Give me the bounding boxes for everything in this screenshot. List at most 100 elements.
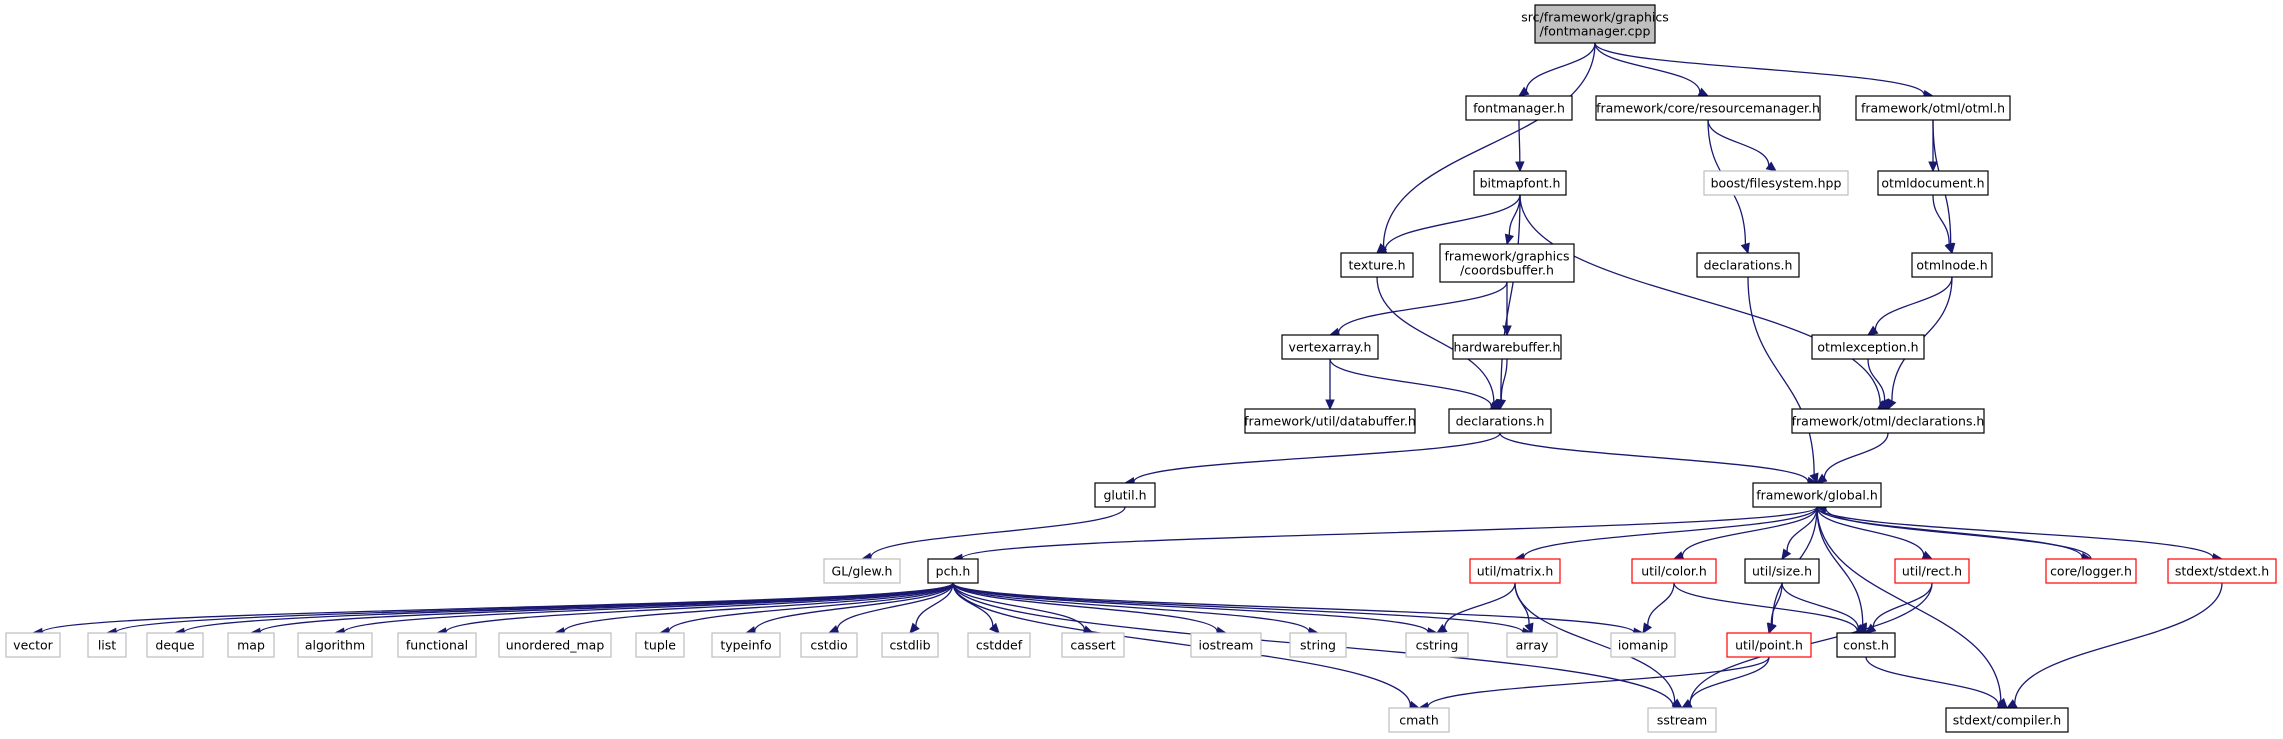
node-box [1534, 4, 1656, 44]
node-box [297, 632, 373, 658]
node-root[interactable]: src/framework/graphics/fontmanager.cpp [1521, 4, 1669, 44]
node-color-h[interactable]: util/color.h [1631, 558, 1717, 584]
node-box [1877, 170, 1989, 196]
node-label: core/logger.h [2050, 564, 2132, 579]
edge-pch_h-to-cstdlib-arrowhead [909, 622, 920, 634]
node-functional[interactable]: functional [397, 632, 477, 658]
node-iomanip[interactable]: iomanip [1610, 632, 1676, 658]
node-deque[interactable]: deque [146, 632, 204, 658]
node-label: stdext/stdext.h [2175, 564, 2269, 579]
node-vertexarray-h[interactable]: vertexarray.h [1281, 334, 1379, 360]
node-cstdio[interactable]: cstdio [800, 632, 858, 658]
node-stdext-h[interactable]: stdext/stdext.h [2167, 558, 2277, 584]
node-resourcemanager-h[interactable]: framework/core/resourcemanager.h [1595, 95, 1821, 121]
node-cassert[interactable]: cassert [1061, 632, 1125, 658]
node-label: framework/util/databuffer.h [1244, 414, 1416, 429]
edge-bitmapfont_h-to-otml_declarations_h [1519, 194, 1881, 405]
edge-root-to-fontmanager_h [1525, 42, 1596, 91]
node-unordered-map[interactable]: unordered_map [498, 632, 612, 658]
edge-otml_h-to-otmldocument_h-arrowhead [1928, 161, 1938, 173]
node-texture-h[interactable]: texture.h [1340, 252, 1414, 278]
node-otmlexception-h[interactable]: otmlexception.h [1811, 334, 1925, 360]
edge-size_h-to-const_h [1781, 582, 1859, 629]
node-box [1289, 632, 1347, 658]
node-cstdlib[interactable]: cstdlib [881, 632, 939, 658]
node-label: framework/core/resourcemanager.h [1596, 101, 1820, 116]
node-hardwarebuffer-h[interactable]: hardwarebuffer.h [1452, 334, 1562, 360]
edge-bitmapfont_h-to-declarations_h [1500, 194, 1521, 401]
node-global-h[interactable]: framework/global.h [1752, 482, 1882, 508]
node-box [1595, 95, 1821, 121]
edge-core_declarations_h-to-global_h-arrowhead [1809, 472, 1819, 485]
node-otml-h[interactable]: framework/otml/otml.h [1855, 95, 2011, 121]
node-box [1855, 95, 2011, 121]
node-matrix-h[interactable]: util/matrix.h [1469, 558, 1561, 584]
node-label: pch.h [936, 564, 971, 579]
edge-pch_h-to-algorithm [343, 582, 954, 633]
node-box [1894, 558, 1970, 584]
node-coordsbuffer-h[interactable]: framework/graphics/coordsbuffer.h [1439, 243, 1575, 283]
node-boost-filesystem[interactable]: boost/filesystem.hpp [1703, 170, 1849, 196]
edge-coordsbuffer_h-to-hardwarebuffer_h-arrowhead [1502, 325, 1512, 337]
node-box [967, 632, 1031, 658]
node-otmldocument-h[interactable]: otmldocument.h [1877, 170, 1989, 196]
node-array[interactable]: array [1506, 632, 1558, 658]
node-box [1911, 252, 1993, 278]
node-point-h[interactable]: util/point.h [1726, 632, 1812, 658]
node-sstream[interactable]: sstream [1647, 707, 1717, 733]
node-otmlnode-h[interactable]: otmlnode.h [1911, 252, 1993, 278]
node-string[interactable]: string [1289, 632, 1347, 658]
node-compiler-h[interactable]: stdext/compiler.h [1945, 707, 2069, 733]
node-cmath[interactable]: cmath [1388, 707, 1450, 733]
node-logger-h[interactable]: core/logger.h [2045, 558, 2137, 584]
edge-root-to-texture_h [1382, 42, 1596, 247]
node-list[interactable]: list [87, 632, 127, 658]
node-bitmapfont-h[interactable]: bitmapfont.h [1473, 170, 1567, 196]
node-pch-h[interactable]: pch.h [927, 558, 979, 584]
node-map[interactable]: map [227, 632, 275, 658]
node-typeinfo[interactable]: typeinfo [711, 632, 781, 658]
node-glutil-h[interactable]: glutil.h [1094, 482, 1156, 508]
node-box [1473, 170, 1567, 196]
node-algorithm[interactable]: algorithm [297, 632, 373, 658]
node-label: cstddef [976, 638, 1023, 653]
node-label: otmlexception.h [1817, 340, 1918, 355]
edge-fontmanager_h-to-bitmapfont_h [1518, 119, 1521, 163]
edge-resourcemanager_h-to-boost_filesystem [1707, 119, 1770, 166]
node-label: const.h [1843, 638, 1889, 653]
node-box [1811, 334, 1925, 360]
edge-global_h-to-logger_h [1816, 506, 2083, 558]
edge-global_h-to-compiler_h [1816, 506, 2002, 702]
node-databuffer-h[interactable]: framework/util/databuffer.h [1244, 408, 1416, 434]
edge-color_h-to-iomanip [1647, 582, 1675, 626]
node-box [146, 632, 204, 658]
node-box [1647, 707, 1717, 733]
node-box [711, 632, 781, 658]
node-glew-h[interactable]: GL/glew.h [823, 558, 901, 584]
node-iostream[interactable]: iostream [1190, 632, 1262, 658]
node-rect-h[interactable]: util/rect.h [1894, 558, 1970, 584]
edge-global_h-to-stdext_h [1816, 506, 2214, 559]
node-label: array [1516, 638, 1549, 653]
edge-global_h-to-const_h [1816, 506, 1864, 625]
node-declarations-h[interactable]: declarations.h [1448, 408, 1552, 434]
node-core-declarations-h[interactable]: declarations.h [1696, 252, 1800, 278]
edge-global_h-to-size_h [1786, 506, 1818, 552]
node-label: util/rect.h [1902, 564, 1962, 579]
node-size-h[interactable]: util/size.h [1744, 558, 1820, 584]
node-label: util/size.h [1752, 564, 1812, 579]
edge-global_h-to-rect_h [1816, 506, 1925, 556]
edge-pch_h-to-vector [41, 582, 954, 634]
edge-pch_h-to-functional [445, 582, 954, 633]
node-tuple[interactable]: tuple [635, 632, 685, 658]
node-cstring[interactable]: cstring [1405, 632, 1469, 658]
node-otml-declarations-h[interactable]: framework/otml/declarations.h [1791, 408, 1985, 434]
node-label: cstdio [810, 638, 847, 653]
edge-pch_h-to-iomanip [952, 582, 1635, 633]
node-cstddef[interactable]: cstddef [967, 632, 1031, 658]
node-fontmanager-h[interactable]: fontmanager.h [1465, 95, 1573, 121]
node-label: hardwarebuffer.h [1454, 340, 1561, 355]
node-label: cassert [1070, 638, 1115, 653]
node-vector[interactable]: vector [5, 632, 61, 658]
node-const-h[interactable]: const.h [1836, 632, 1896, 658]
